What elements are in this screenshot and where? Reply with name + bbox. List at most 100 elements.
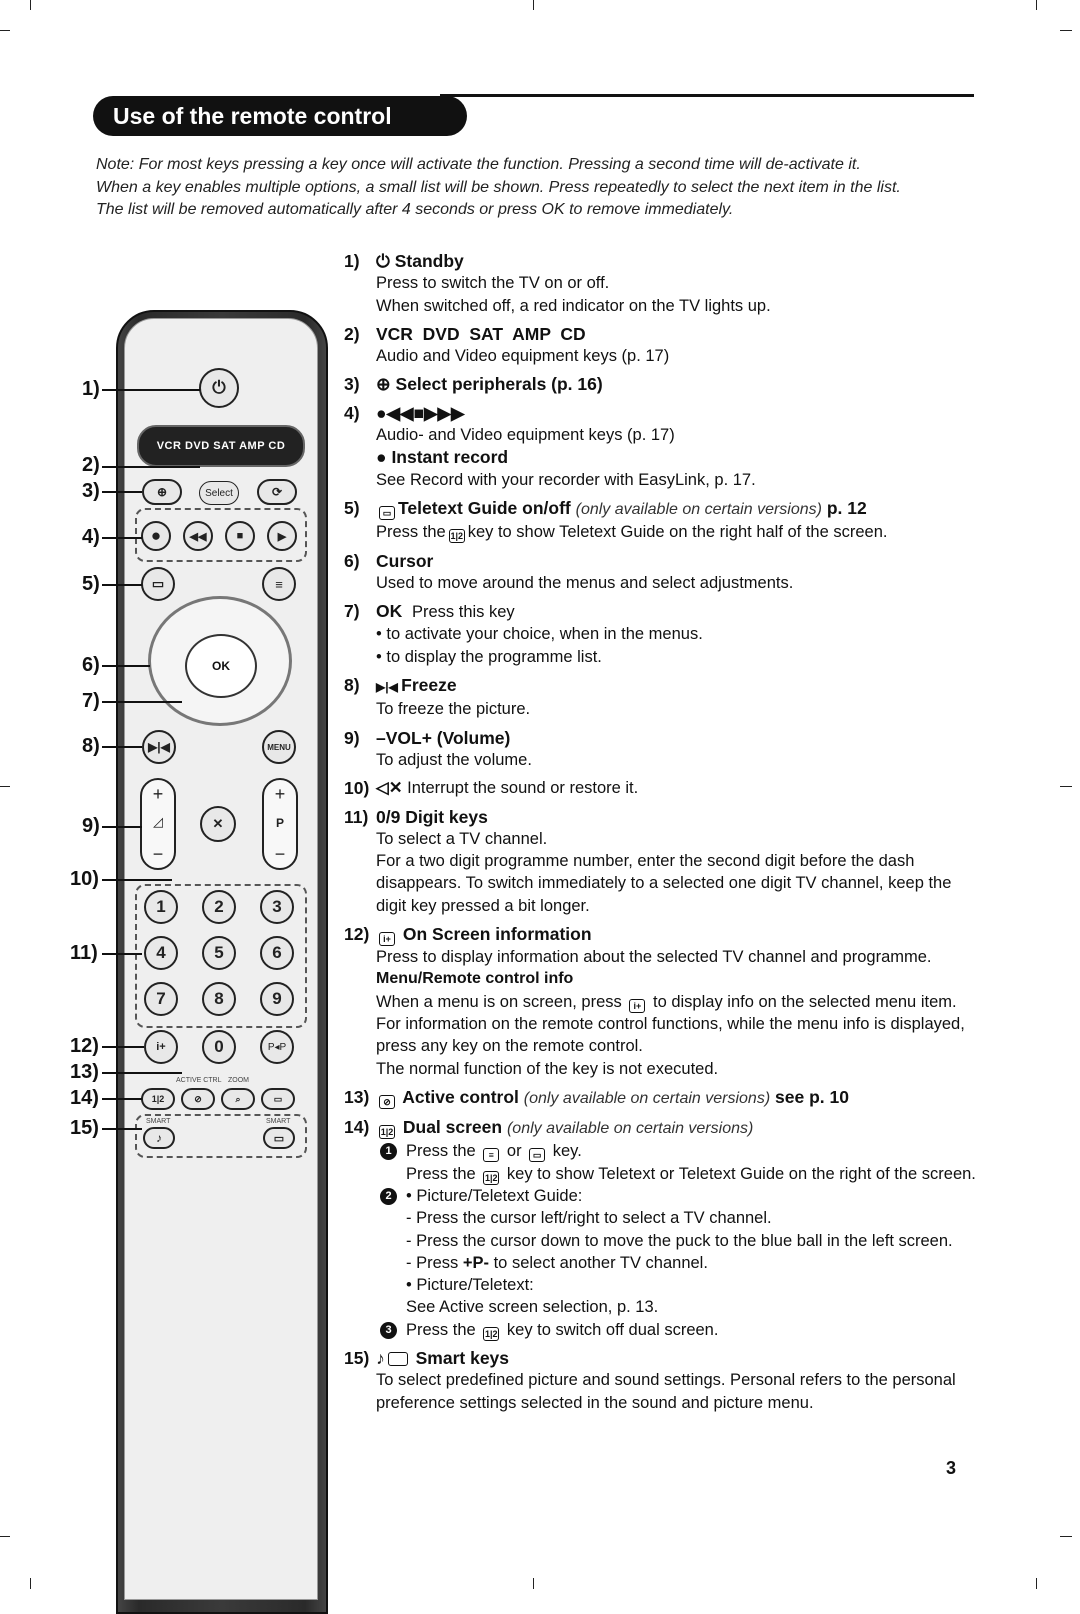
item-teletext-guide: 5) ▭Teletext Guide on/off (only availabl…: [344, 497, 984, 544]
active-control-key[interactable]: ⟳: [257, 479, 297, 505]
crop-mark: [30, 0, 31, 10]
av-keys-group: [135, 508, 307, 562]
leader-line: [102, 701, 182, 703]
digit-key-4[interactable]: 4: [144, 936, 178, 970]
dual-screen-icon: 1|2: [483, 1326, 500, 1341]
smart-sound-button[interactable]: ♪: [143, 1127, 175, 1149]
leader-line: [102, 1072, 182, 1074]
zoom-button[interactable]: ⌕: [221, 1088, 255, 1110]
info-icon: i+: [379, 932, 395, 947]
item-number: 14): [344, 1117, 370, 1138]
callout-14: 14): [70, 1087, 99, 1109]
digit-key-0[interactable]: 0: [202, 1030, 236, 1064]
item-active-control: 13) ⊘ Active control (only available on …: [344, 1086, 984, 1110]
item-number: 4): [344, 402, 360, 423]
digit-key-6[interactable]: 6: [260, 936, 294, 970]
dual-screen-icon: 1|2: [448, 529, 465, 544]
item-cursor: 6) Cursor Used to move around the menus …: [344, 550, 984, 595]
item-heading: Select peripherals (p. 16): [395, 374, 603, 395]
stop-button[interactable]: ■: [225, 521, 255, 551]
item-text: See Active screen selection, p. 13.: [406, 1298, 659, 1317]
item-text: • to display the programme list.: [376, 647, 602, 666]
item-text: Press the: [406, 1142, 476, 1161]
item-text: When switched off, a red indicator on th…: [376, 296, 771, 315]
item-text: Audio- and Video equipment keys (p. 17): [376, 426, 675, 445]
leader-line: [102, 466, 200, 468]
crop-mark: [0, 1536, 10, 1537]
active-control-button[interactable]: ⊘: [181, 1088, 215, 1110]
teletext-button[interactable]: ≡: [262, 567, 296, 601]
note-line: When a key enables multiple options, a s…: [96, 178, 901, 196]
item-text: key to show Teletext or Teletext Guide o…: [506, 1164, 976, 1183]
minus-sign: −: [274, 844, 286, 864]
menu-button[interactable]: MENU: [262, 730, 296, 764]
select-button[interactable]: Select: [199, 481, 239, 505]
leader-line: [102, 1128, 142, 1130]
digit-key-1[interactable]: 1: [144, 890, 178, 924]
pip-button[interactable]: P◂P: [260, 1030, 294, 1064]
item-heading: VCR DVD SAT AMP CD: [376, 323, 586, 344]
item-text: See Record with your recorder with EasyL…: [376, 470, 756, 489]
leader-line: [102, 537, 142, 539]
record-button[interactable]: ●: [141, 521, 171, 551]
digit-key-3[interactable]: 3: [260, 890, 294, 924]
item-heading-ref: see p. 10: [775, 1086, 849, 1107]
smart-picture-button[interactable]: ▭: [263, 1127, 295, 1149]
item-text: +P-: [462, 1253, 489, 1272]
callout-15: 15): [70, 1117, 99, 1139]
mute-button[interactable]: ✕: [200, 806, 236, 842]
item-text: Audio and Video equipment keys (p. 17): [376, 347, 670, 366]
standby-icon: ⏻: [376, 251, 395, 271]
item-heading: Cursor: [376, 550, 434, 571]
note: Note: For most keys pressing a key once …: [96, 154, 976, 222]
callout-11: 11): [70, 942, 98, 964]
smart-right-label: SMART: [266, 1118, 291, 1125]
note-line: Note: For most keys pressing a key once …: [96, 156, 861, 173]
source-keys-bar[interactable]: VCR DVD SAT AMP CD: [137, 425, 305, 467]
smart-sound-icon: ♪: [376, 1348, 385, 1369]
volume-icon: ◿: [153, 814, 163, 829]
item-heading: Freeze: [401, 675, 457, 696]
digit-key-5[interactable]: 5: [202, 936, 236, 970]
callout-1: 1): [82, 378, 100, 400]
step-3: 3 Press the 1|2 key to switch off dual s…: [376, 1319, 984, 1341]
page-number: 3: [946, 1458, 957, 1478]
play-button[interactable]: ▶: [267, 521, 297, 551]
title-rule: [440, 94, 974, 97]
digit-key-8[interactable]: 8: [202, 982, 236, 1016]
item-subheading: Menu/Remote control info: [376, 970, 574, 988]
select-peripherals-button[interactable]: ⊕: [142, 479, 182, 505]
programme-rocker[interactable]: + P −: [262, 778, 298, 870]
digit-key-2[interactable]: 2: [202, 890, 236, 924]
item-text: Press to display information about the s…: [376, 948, 932, 967]
item-text: key to switch off dual screen.: [506, 1320, 719, 1339]
callout-6: 6): [82, 654, 100, 676]
peripherals-icon: ⊕: [376, 374, 396, 395]
standby-button[interactable]: ⏻: [199, 368, 239, 408]
minus-sign: −: [152, 844, 164, 864]
dual-screen-icon: 1|2: [483, 1170, 500, 1185]
crop-mark: [30, 1578, 31, 1589]
note-line: The list will be removed automatically a…: [96, 201, 734, 218]
teletext-icon: ≡: [483, 1148, 500, 1163]
format-button[interactable]: ▭: [261, 1088, 295, 1110]
item-heading: Teletext Guide on/off: [398, 497, 571, 518]
volume-rocker[interactable]: + ◿ −: [140, 778, 176, 870]
teletext-guide-button[interactable]: ▭: [141, 567, 175, 601]
info-icon: i+: [629, 998, 646, 1013]
ok-button[interactable]: OK: [185, 634, 257, 698]
freeze-button[interactable]: ▶|◀: [142, 730, 176, 764]
crop-mark: [533, 0, 534, 10]
item-number: 5): [344, 497, 360, 518]
rewind-button[interactable]: ◀◀: [183, 521, 213, 551]
dual-screen-button[interactable]: 1|2: [141, 1088, 175, 1110]
item-number: 1): [344, 251, 360, 271]
item-text: Used to move around the menus and select…: [376, 573, 794, 592]
digit-key-9[interactable]: 9: [260, 982, 294, 1016]
callout-13: 13): [70, 1061, 99, 1083]
item-text: Press to switch the TV on or off.: [376, 274, 610, 293]
info-button[interactable]: i+: [144, 1030, 178, 1064]
item-heading: OK: [376, 601, 403, 622]
leader-line: [102, 1098, 142, 1100]
digit-key-7[interactable]: 7: [144, 982, 178, 1016]
